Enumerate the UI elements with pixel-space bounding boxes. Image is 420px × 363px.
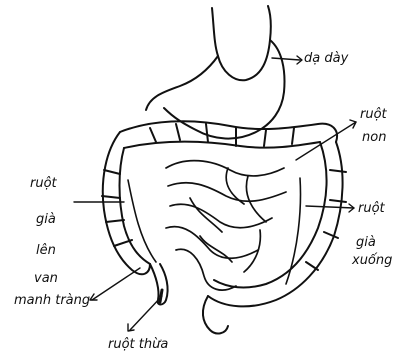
ascending-colon-shape: [102, 132, 156, 274]
label-small-intestine-line2: non: [362, 131, 386, 145]
small-intestine-shape: [166, 161, 286, 290]
stomach-shape: [146, 6, 284, 139]
descending-colon-shape: [208, 142, 346, 306]
label-stomach: dạ dày: [304, 52, 348, 66]
label-descending-colon-line1: ruột: [358, 202, 385, 216]
transverse-colon-shape: [120, 121, 337, 148]
leader-lines: [74, 56, 356, 331]
label-descending-colon-line3: xuống: [352, 254, 392, 268]
label-ascending-colon-line2: già: [36, 213, 56, 227]
label-descending-colon-line2: già: [356, 236, 376, 250]
label-appendix: ruột thừa: [108, 338, 168, 352]
label-ileocecal-valve-line2: manh tràng: [14, 294, 90, 308]
label-small-intestine-line1: ruột: [360, 108, 387, 122]
label-ileocecal-valve-line1: van: [34, 272, 58, 286]
label-ascending-colon-line3: lên: [36, 244, 56, 258]
label-ascending-colon-line1: ruột: [30, 177, 57, 191]
